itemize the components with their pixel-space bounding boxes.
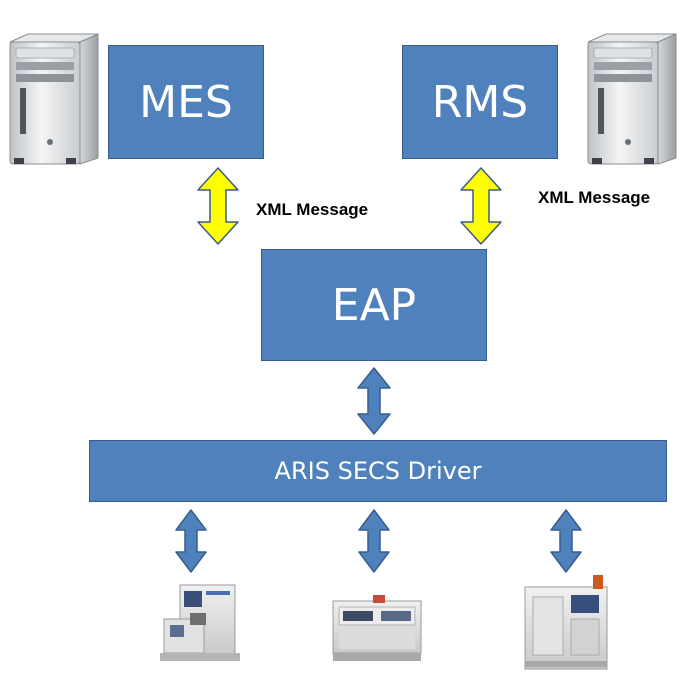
- semiconductor-tool-icon: [332, 595, 422, 661]
- server-tower-icon: [9, 33, 99, 165]
- semiconductor-tool-icon: [160, 584, 240, 661]
- rms-label: RMS: [431, 76, 529, 128]
- eap-box: EAP: [261, 249, 487, 361]
- double-arrow-icon: [175, 509, 207, 573]
- server-tower-icon: [587, 33, 677, 165]
- double-arrow-icon: [358, 509, 390, 573]
- mes-label: MES: [139, 76, 233, 128]
- xml-message-label-right: XML Message: [538, 188, 651, 207]
- mes-box: MES: [108, 45, 264, 159]
- rms-box: RMS: [402, 45, 558, 159]
- eap-label: EAP: [331, 279, 417, 331]
- double-arrow-icon: [197, 167, 239, 245]
- xml-message-label-left: XML Message: [256, 200, 369, 219]
- aris-secs-driver-box: ARIS SECS Driver: [89, 440, 667, 502]
- aris-secs-driver-label: ARIS SECS Driver: [274, 457, 482, 485]
- semiconductor-tool-icon: [524, 575, 608, 670]
- double-arrow-icon: [550, 509, 582, 573]
- double-arrow-icon: [357, 367, 391, 435]
- double-arrow-icon: [460, 167, 502, 245]
